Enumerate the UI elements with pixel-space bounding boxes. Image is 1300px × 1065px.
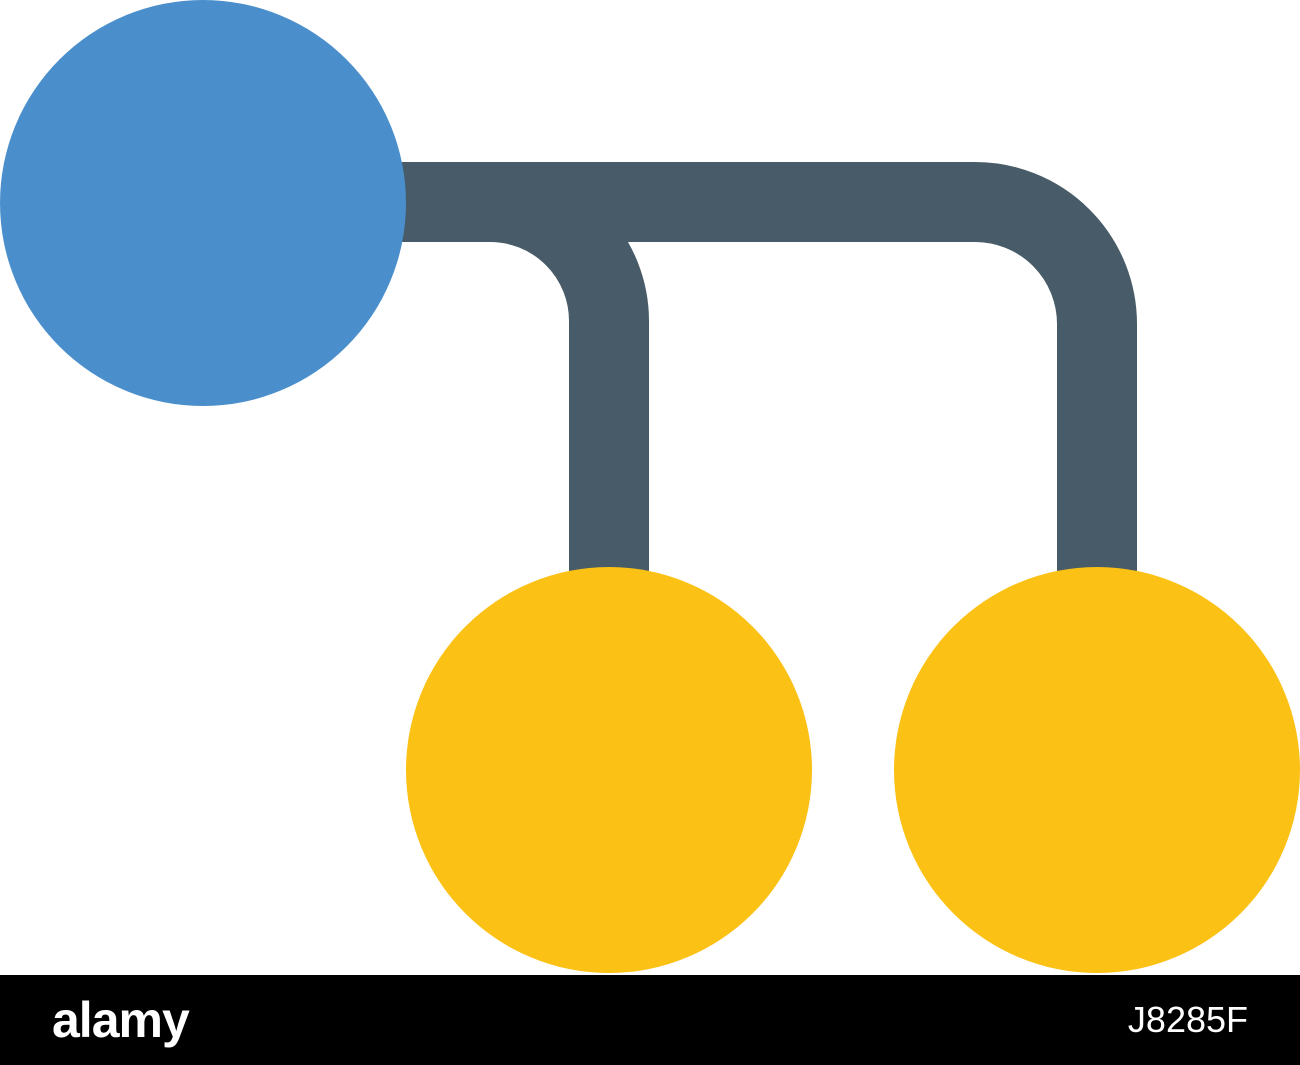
root-node <box>0 0 406 406</box>
connector-root-to-right-child <box>400 162 1137 600</box>
connector-root-to-left-child <box>400 162 649 600</box>
child-node-left <box>406 567 812 973</box>
alamy-logo: alamy <box>52 992 190 1048</box>
footer-bar: alamy J8285F <box>0 975 1300 1065</box>
image-id-label: J8285F <box>1127 999 1248 1040</box>
child-node-right <box>894 567 1300 973</box>
hierarchy-diagram <box>0 0 1300 973</box>
